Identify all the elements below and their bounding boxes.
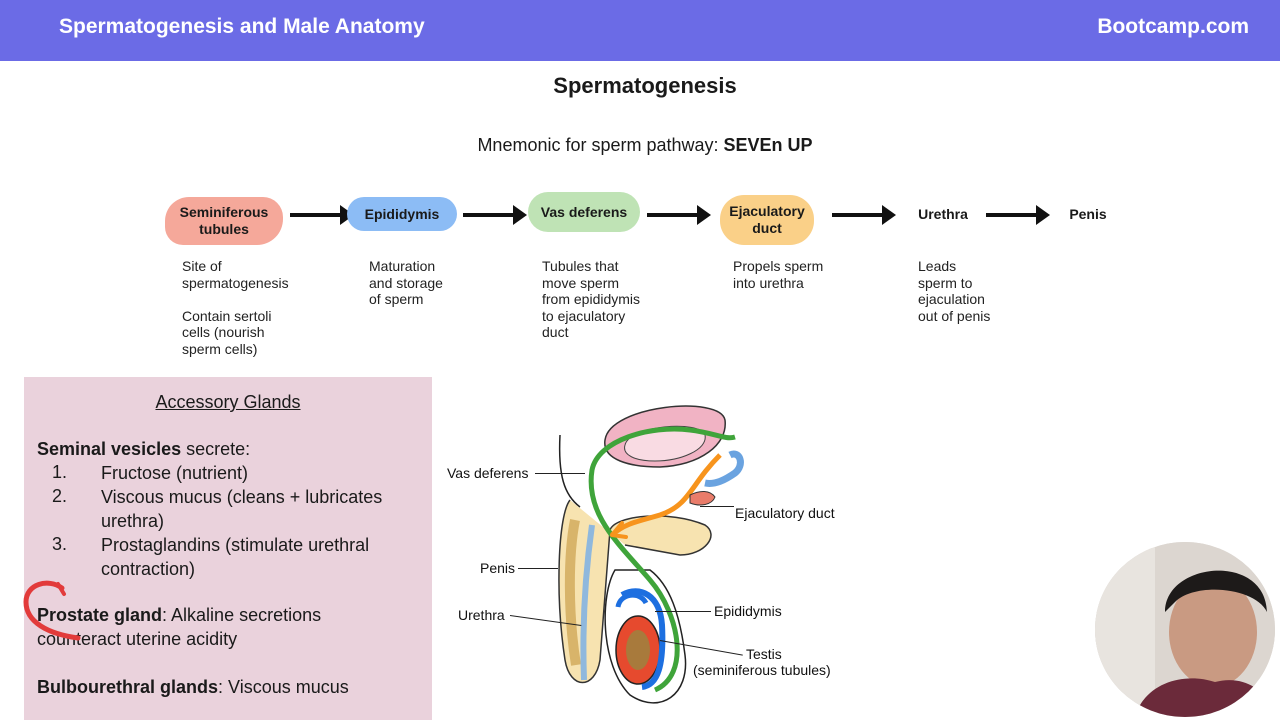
desc-epididymis: Maturation and storage of sperm <box>369 258 443 307</box>
mnemonic-prefix: Mnemonic for sperm pathway: <box>477 135 724 155</box>
arrow-2 <box>463 205 527 225</box>
page-title: Spermatogenesis <box>553 73 737 98</box>
mnemonic-line: Mnemonic for sperm pathway: SEVEn UP <box>0 135 1280 156</box>
penis-shaft <box>558 499 712 684</box>
seminal-vesicle <box>704 450 744 487</box>
step-label: Ejaculatory duct <box>729 203 805 236</box>
step-epididymis: Epididymis <box>347 197 457 231</box>
label-testis-sub: (seminiferous tubules) <box>693 662 831 678</box>
step-label: Vas deferens <box>540 203 628 220</box>
arrow-5 <box>986 205 1050 225</box>
label-vas-deferens: Vas deferens <box>447 465 529 481</box>
header-bar: Spermatogenesis and Male Anatomy Bootcam… <box>0 0 1280 61</box>
arrow-1 <box>290 205 354 225</box>
arrow-3 <box>647 205 711 225</box>
item-number: 2. <box>52 486 68 506</box>
vas-deferens-path <box>588 426 736 693</box>
step-seminiferous-tubules: Seminiferous tubules <box>165 197 283 245</box>
step-urethra: Urethra <box>912 204 974 224</box>
desc-seminiferous-tubules: Site of spermatogenesis Contain sertoli … <box>182 258 289 357</box>
leader-line <box>518 568 558 569</box>
desc-urethra: Leads sperm to ejaculation out of penis <box>918 258 991 324</box>
step-ejaculatory-duct: Ejaculatory duct <box>720 195 814 245</box>
leader-line <box>535 473 585 474</box>
bulbourethral-term: Bulbourethral glands <box>37 677 219 697</box>
label-epididymis: Epididymis <box>714 603 782 619</box>
presenter-avatar <box>1095 542 1275 717</box>
seminal-vesicles-line: Seminal vesicles secrete: <box>37 437 250 461</box>
leader-line <box>655 611 711 612</box>
brand-name: Bootcamp.com <box>1097 15 1249 38</box>
bulbourethral-rest: : Viscous mucus <box>218 677 349 697</box>
ejaculatory-duct-path <box>610 453 722 537</box>
item-number: 3. <box>52 534 68 554</box>
item-number: 1. <box>52 462 68 482</box>
prostate-gland-term: Prostate gland <box>37 605 163 625</box>
male-anatomy-diagram <box>558 405 744 704</box>
label-urethra: Urethra <box>458 607 505 623</box>
step-label: Epididymis <box>364 205 440 222</box>
seminal-item-mucus: Viscous mucus (cleans + lubricates ureth… <box>101 487 383 531</box>
pubic-outline <box>558 434 581 508</box>
label-ejaculatory-duct: Ejaculatory duct <box>735 505 835 521</box>
seminal-item-prostaglandins: Prostaglandins (stimulate urethral contr… <box>101 535 370 579</box>
prostate-gland-line: Prostate gland: Alkaline secretions coun… <box>37 603 397 651</box>
step-label: Seminiferous tubules <box>179 204 269 237</box>
prostate-gland-rest: : Alkaline secretions counteract uterine… <box>37 605 322 649</box>
presenter-webcam <box>1095 542 1275 717</box>
label-testis: Testis <box>746 646 782 662</box>
seminal-vesicles-term: Seminal vesicles <box>37 439 182 459</box>
accessory-glands-title: Accessory Glands <box>155 392 301 412</box>
accessory-glands-panel: Accessory Glands Seminal vesicles secret… <box>24 377 432 720</box>
step-penis: Penis <box>1062 204 1114 224</box>
bulbourethral-line: Bulbourethral glands: Viscous mucus <box>37 675 349 699</box>
seminal-vesicles-rest: secrete: <box>181 439 251 459</box>
lesson-title: Spermatogenesis and Male Anatomy <box>59 15 425 38</box>
epididymis-shape <box>620 588 666 690</box>
label-penis: Penis <box>480 560 516 576</box>
step-vas-deferens: Vas deferens <box>528 192 640 232</box>
red-pen-annotation <box>23 580 81 641</box>
mnemonic-word: SEVEn UP <box>723 135 813 155</box>
leader-line <box>700 506 734 507</box>
seminal-item-fructose: Fructose (nutrient) <box>101 463 249 483</box>
step-label: Penis <box>1069 205 1107 222</box>
arrow-4 <box>832 205 896 225</box>
penis-inner <box>564 519 581 666</box>
urethra-tube <box>580 524 595 681</box>
desc-vas-deferens: Tubules that move sperm from epididymis … <box>542 258 641 340</box>
step-label: Urethra <box>918 205 968 222</box>
desc-ejaculatory-duct: Propels sperm into urethra <box>733 258 824 291</box>
